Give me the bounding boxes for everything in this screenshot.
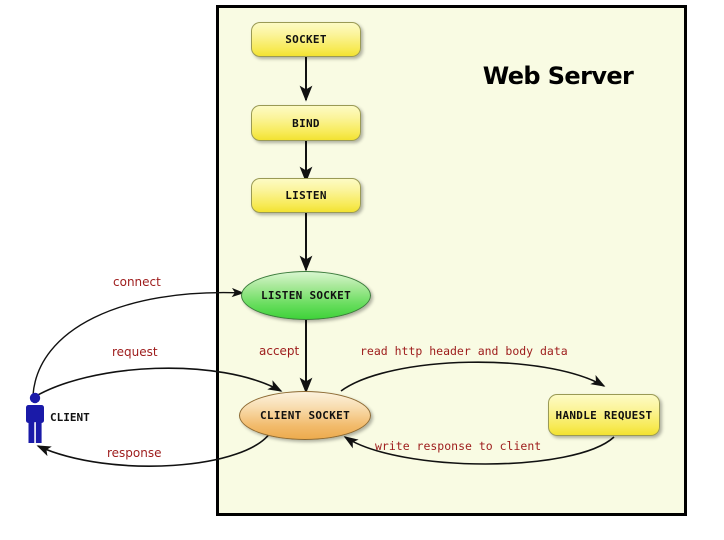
node-listen[interactable]: LISTEN [251, 178, 361, 213]
node-listen-label: LISTEN [285, 189, 327, 202]
edge-label-request: request [112, 345, 158, 359]
edge-label-response: response [107, 446, 162, 460]
edge-label-connect: connect [113, 275, 161, 289]
edge-request [30, 367, 283, 400]
node-socket[interactable]: SOCKET [251, 22, 361, 57]
edge-connect [32, 287, 245, 396]
edge-label-read-request: read http header and body data [360, 344, 568, 358]
edge-response [36, 429, 273, 467]
client-actor-icon [26, 392, 44, 443]
node-socket-label: SOCKET [285, 33, 327, 46]
node-client-socket[interactable]: CLIENT SOCKET [239, 391, 371, 440]
node-client-socket-label: CLIENT SOCKET [260, 409, 350, 422]
edge-label-accept: accept [259, 344, 300, 358]
web-server-title: Web Server [482, 62, 634, 90]
node-handle-request[interactable]: HANDLE REQUEST [548, 394, 660, 436]
node-bind[interactable]: BIND [251, 105, 361, 141]
node-handle-request-label: HANDLE REQUEST [555, 408, 653, 422]
client-label: CLIENT [50, 411, 90, 424]
edge-label-write-response: write response to client [375, 439, 542, 453]
node-bind-label: BIND [292, 116, 320, 130]
edge-write-response [343, 436, 615, 465]
node-listen-socket[interactable]: LISTEN SOCKET [241, 271, 371, 320]
edge-read-request [340, 361, 606, 392]
node-listen-socket-label: LISTEN SOCKET [261, 289, 351, 302]
